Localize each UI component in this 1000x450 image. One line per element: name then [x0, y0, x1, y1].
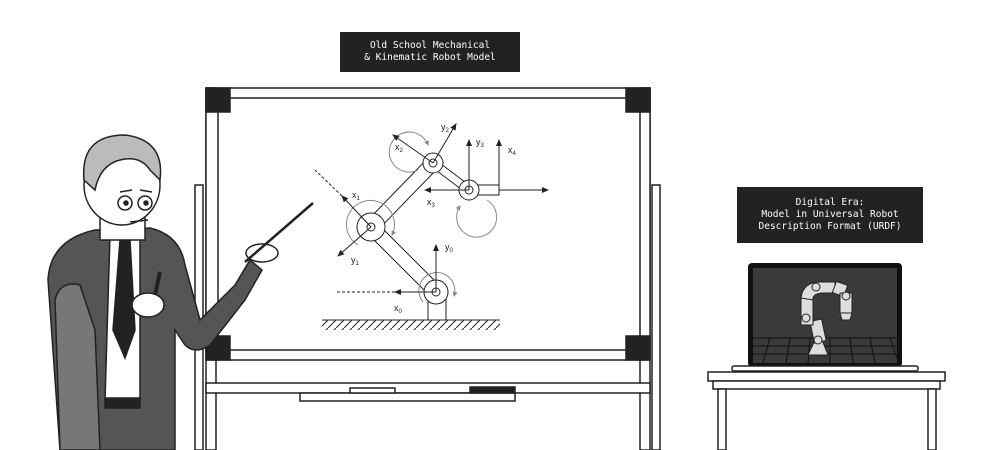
- robot-arm-icon: [800, 280, 853, 356]
- laptop: [731, 263, 919, 372]
- axis-label-y0: y0: [445, 242, 454, 254]
- kinematic-diagram: [314, 123, 549, 330]
- laptop-table: [707, 371, 946, 450]
- caption-line: Digital Era:: [795, 197, 865, 208]
- axis-label-x1: x1: [352, 190, 361, 202]
- axis-label-x0: x0: [394, 303, 403, 315]
- axis-label-y1: y1: [351, 255, 360, 267]
- axis-label-y2: y2: [441, 122, 450, 134]
- laptop-caption: Digital Era: Model in Universal Robot De…: [737, 187, 923, 243]
- axis-label-x3: x3: [427, 197, 436, 209]
- presenter: [47, 134, 314, 450]
- caption-line: Description Format (URDF): [758, 221, 902, 232]
- axis-label-x4: x4: [508, 145, 517, 157]
- whiteboard-caption: Old School Mechanical & Kinematic Robot …: [340, 32, 520, 72]
- whiteboard: [194, 87, 661, 450]
- caption-line: & Kinematic Robot Model: [364, 52, 496, 63]
- caption-line: Model in Universal Robot: [761, 209, 899, 220]
- axis-labels: x0 y0 x1 y1 x2 y2 x3 y3 x4: [351, 122, 517, 315]
- axis-label-y3: y3: [476, 137, 485, 149]
- axis-label-x2: x2: [395, 142, 404, 154]
- caption-line: Old School Mechanical: [369, 40, 491, 51]
